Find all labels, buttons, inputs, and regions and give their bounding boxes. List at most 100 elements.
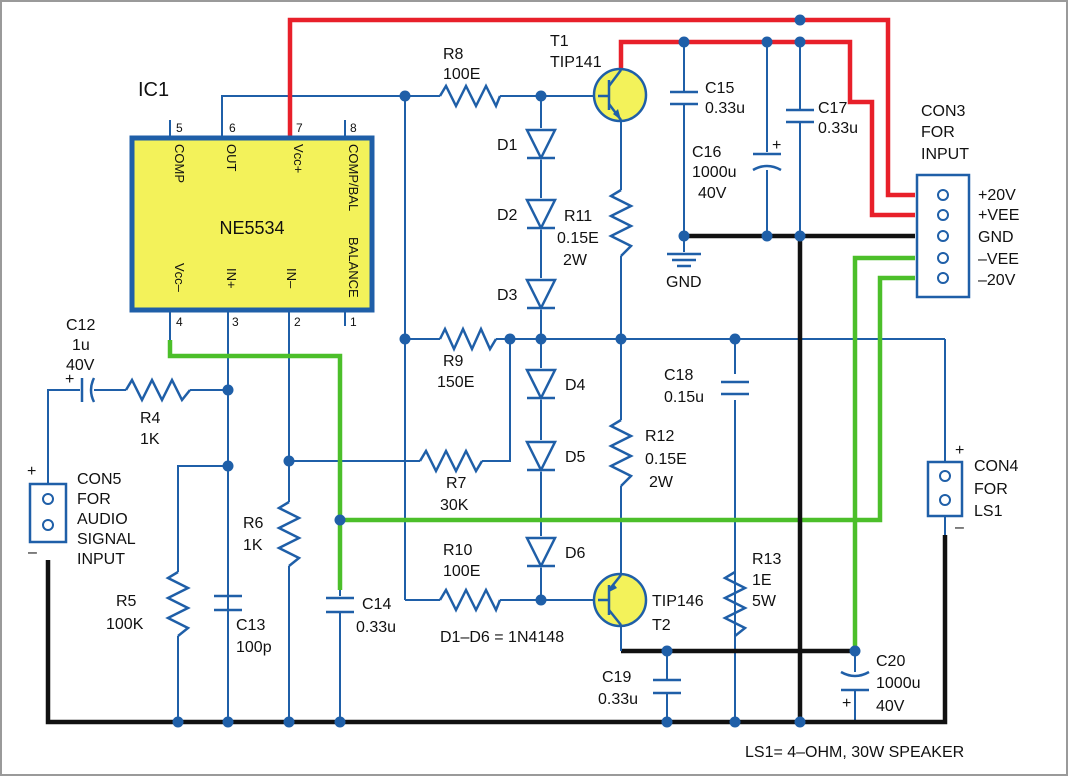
con4-line3: LS1: [974, 503, 1003, 520]
c13-ref: C13: [236, 617, 265, 634]
t1-ref: T1: [550, 33, 569, 50]
c18-value: 0.15u: [664, 389, 704, 406]
junction-dots: [172, 14, 861, 728]
capacitor-c19: [653, 678, 681, 695]
d3-ref: D3: [497, 287, 518, 304]
con3-pin3: GND: [978, 229, 1014, 246]
resistor-r7: [418, 448, 484, 474]
ic1-part: NE5534: [219, 218, 284, 238]
connector-con4: [926, 460, 964, 518]
con3-line1: CON3: [921, 103, 966, 120]
c12-rating: 40V: [66, 357, 95, 374]
c16-ref: C16: [692, 144, 721, 161]
ic1-pin4-name: Vcc–: [172, 263, 187, 293]
r11-rating: 2W: [563, 252, 588, 269]
r10-ref: R10: [443, 542, 472, 559]
r12-value: 0.15E: [645, 451, 687, 468]
c14-value: 0.33u: [356, 619, 396, 636]
c17-value: 0.33u: [818, 120, 858, 137]
con3-pin1: +20V: [978, 187, 1016, 204]
resistor-r10: [438, 587, 502, 614]
r8-value: 100E: [443, 66, 480, 83]
c12-plus: +: [65, 371, 74, 388]
transistor-t1: [592, 67, 648, 123]
con3-pin5: –20V: [978, 272, 1016, 289]
t2-part: TIP146: [652, 593, 704, 610]
c19-value: 0.33u: [598, 691, 638, 708]
con5-minus: –: [28, 544, 37, 561]
ic1-pin3-name: IN+: [224, 268, 239, 289]
diode-d6: [524, 536, 558, 569]
c20-plus: +: [842, 695, 851, 712]
c17-ref: C17: [818, 100, 847, 117]
ground-wires: [45, 233, 948, 725]
diode-d1: [524, 128, 558, 161]
c15-value: 0.33u: [705, 100, 745, 117]
capacitor-c14: [326, 596, 354, 614]
con3-pin2: +VEE: [978, 207, 1019, 224]
diodes: D1 D2 D3 D4 D5 D6 D1–D6 = 1N4148: [440, 128, 586, 646]
d6-ref: D6: [565, 545, 586, 562]
diode-d5: [524, 440, 558, 473]
c16-value: 1000u: [692, 164, 737, 181]
con5-line3: AUDIO: [77, 511, 128, 528]
diode-d3: [524, 278, 558, 311]
r12-ref: R12: [645, 428, 674, 445]
connector-con5: [28, 482, 68, 544]
r5-ref: R5: [116, 593, 137, 610]
d5-ref: D5: [565, 449, 586, 466]
d1-ref: D1: [497, 137, 518, 154]
resistor-r13: [722, 570, 748, 637]
ic1-pin1-num: 1: [350, 315, 357, 329]
c14-ref: C14: [362, 596, 391, 613]
signal-wires: [47, 42, 946, 722]
con5-plus: +: [27, 463, 36, 480]
r13-rating: 5W: [752, 593, 777, 610]
ic1-pin7-num: 7: [296, 121, 303, 135]
r6-ref: R6: [243, 515, 264, 532]
r9-ref: R9: [443, 353, 464, 370]
c20-value: 1000u: [876, 675, 921, 692]
positive-rail: [287, 17, 915, 218]
capacitor-c13: [214, 594, 242, 722]
con5-line2: FOR: [77, 491, 111, 508]
con3-line3: INPUT: [921, 146, 969, 163]
capacitor-c16: [752, 152, 782, 172]
diode-d4: [524, 368, 558, 401]
r4-ref: R4: [140, 410, 161, 427]
r7-ref: R7: [446, 475, 467, 492]
r6-value: 1K: [243, 537, 263, 554]
capacitor-c15: [670, 90, 698, 106]
con5-line1: CON5: [77, 471, 122, 488]
ic1-pin2-name: IN–: [284, 268, 299, 289]
capacitor-c20: [840, 670, 870, 692]
resistor-r9: [438, 325, 498, 353]
c18-ref: C18: [664, 367, 693, 384]
capacitor-c18: [721, 380, 749, 396]
d2-ref: D2: [497, 207, 518, 224]
ic1-pin4-num: 4: [176, 315, 183, 329]
r13-value: 1E: [752, 572, 772, 589]
ic1-pin5-num: 5: [176, 121, 183, 135]
d4-ref: D4: [565, 377, 586, 394]
negative-rail: [167, 255, 915, 650]
r10-value: 100E: [443, 563, 480, 580]
ic1-pin6-num: 6: [229, 121, 236, 135]
con4-minus: –: [955, 519, 964, 536]
resistor-r4: [124, 377, 191, 403]
c15-ref: C15: [705, 80, 734, 97]
r11-ref: R11: [564, 208, 592, 225]
ground-symbol: [667, 252, 701, 268]
r11-value: 0.15E: [557, 230, 599, 247]
ic1-pin3-num: 3: [232, 315, 239, 329]
ic1-pin8-name: COMP/BAL: [346, 144, 361, 211]
transistor-t2: [592, 572, 648, 651]
resistors: R8 100E R9 150E R7 30K R10 100E R4 1K R1…: [106, 46, 781, 637]
diode-d2: [524, 198, 558, 231]
gnd-label: GND: [666, 274, 702, 291]
t2-ref: T2: [652, 617, 671, 634]
con5-line4: SIGNAL: [77, 531, 136, 548]
con5-line5: INPUT: [77, 551, 125, 568]
r4-value: 1K: [140, 431, 160, 448]
